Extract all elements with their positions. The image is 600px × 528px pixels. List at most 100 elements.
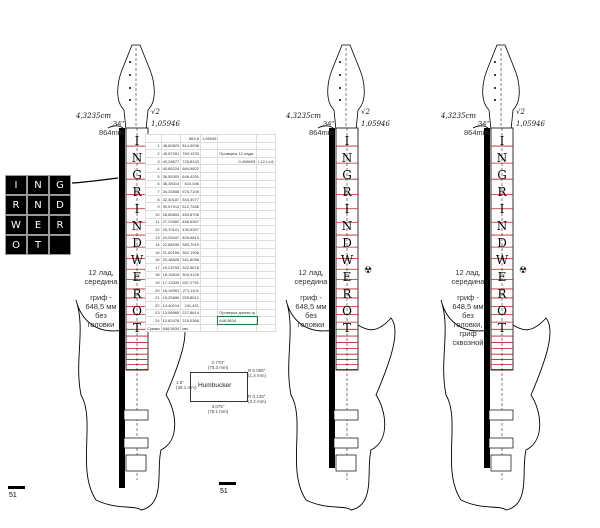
sheet-cell[interactable]: 5	[145, 171, 162, 181]
sheet-cell[interactable]: 648,5634	[160, 323, 182, 333]
sheet-cell[interactable]: 17	[145, 263, 162, 272]
sheet-cell[interactable]: 362,1908	[180, 247, 201, 257]
sheet-cell[interactable]: 14	[145, 240, 162, 249]
sheet-cell[interactable]: 543,3077	[180, 194, 201, 204]
sheet-cell[interactable]: 255,8512	[180, 293, 201, 303]
sheet-cell[interactable]: 1,05946	[199, 134, 219, 143]
sheet-cell[interactable]	[199, 194, 219, 204]
sheet-cell[interactable]: 24	[145, 316, 162, 325]
sheet-cell[interactable]	[256, 202, 277, 211]
sheet-cell[interactable]	[217, 247, 258, 257]
sheet-cell[interactable]: 28,85804	[160, 209, 182, 219]
sheet-cell[interactable]	[217, 270, 258, 280]
sheet-cell[interactable]: 12,82478	[160, 316, 182, 325]
sheet-cell[interactable]: 38,55303	[160, 171, 182, 181]
sheet-cell[interactable]	[199, 217, 219, 227]
sheet-cell[interactable]: 12	[145, 225, 162, 234]
sheet-cell[interactable]	[256, 187, 277, 196]
sheet-cell[interactable]	[217, 179, 258, 189]
sheet-cell[interactable]	[256, 285, 277, 295]
sheet-cell[interactable]	[199, 316, 219, 325]
sheet-cell[interactable]	[256, 240, 277, 249]
sheet-cell[interactable]: 725,8343	[180, 156, 201, 166]
sheet-cell[interactable]: 25,70101	[160, 225, 182, 234]
sheet-cell[interactable]	[217, 194, 258, 204]
sheet-cell[interactable]: 648,5634	[216, 315, 258, 326]
sheet-cell[interactable]	[199, 247, 219, 257]
sheet-cell[interactable]: 18	[145, 270, 162, 280]
sheet-cell[interactable]: 11	[145, 217, 162, 227]
sheet-cell[interactable]	[160, 134, 182, 143]
sheet-cell[interactable]: 24,25447	[160, 232, 182, 242]
sheet-cell[interactable]	[256, 217, 277, 227]
sheet-cell[interactable]	[256, 316, 277, 325]
sheet-cell[interactable]: 8	[145, 194, 162, 204]
sheet-cell[interactable]: 16	[145, 255, 162, 265]
sheet-cell[interactable]	[256, 301, 277, 310]
sheet-cell[interactable]	[217, 301, 258, 310]
sheet-cell[interactable]	[199, 293, 219, 303]
sheet-cell[interactable]: 20,38528	[160, 255, 182, 265]
sheet-cell[interactable]	[217, 323, 258, 333]
sheet-cell[interactable]	[256, 270, 277, 280]
sheet-cell[interactable]: 27,23382	[160, 217, 182, 227]
sheet-cell[interactable]: 863,6	[180, 134, 201, 143]
sheet-cell[interactable]: 14,40014	[160, 301, 182, 310]
sheet-cell[interactable]: 1	[145, 141, 162, 151]
sheet-cell[interactable]: 322,5676	[180, 263, 201, 272]
sheet-cell[interactable]: 241,451	[180, 301, 201, 310]
sheet-cell[interactable]: 19	[145, 278, 162, 287]
sheet-cell[interactable]: 15,25896	[160, 293, 182, 303]
sheet-cell[interactable]	[217, 134, 258, 143]
sheet-cell[interactable]	[145, 134, 162, 143]
sheet-cell[interactable]	[256, 209, 277, 219]
sheet-cell[interactable]: 430,9357	[180, 225, 201, 234]
sheet-cell[interactable]: 7	[145, 187, 162, 196]
sheet-cell[interactable]	[256, 194, 277, 204]
sheet-cell[interactable]	[256, 171, 277, 181]
sheet-cell[interactable]	[256, 255, 277, 265]
sheet-cell[interactable]	[199, 225, 219, 234]
sheet-cell[interactable]: 22,88935	[160, 240, 182, 249]
sheet-cell[interactable]	[217, 232, 258, 242]
sheet-cell[interactable]	[256, 308, 277, 318]
sheet-cell[interactable]: 21,60106	[160, 247, 182, 257]
sheet-cell[interactable]	[199, 141, 219, 151]
sheet-cell[interactable]: 48,60823	[160, 141, 182, 151]
sheet-cell[interactable]: 215,0366	[180, 316, 201, 325]
sheet-cell[interactable]: 19,23793	[160, 263, 182, 272]
sheet-cell[interactable]	[256, 278, 277, 287]
sheet-cell[interactable]	[199, 308, 219, 318]
sheet-cell[interactable]	[217, 202, 258, 211]
sheet-cell[interactable]: 646,4291	[180, 171, 201, 181]
sheet-cell[interactable]: 2	[145, 149, 162, 158]
sheet-cell[interactable]: 10	[145, 209, 162, 219]
sheet-cell[interactable]: 23	[145, 308, 162, 318]
sheet-cell[interactable]: 15	[145, 247, 162, 257]
sheet-cell[interactable]: 684,9822	[180, 164, 201, 173]
sheet-cell[interactable]: 32,40187	[160, 194, 182, 204]
sheet-cell[interactable]	[256, 164, 277, 173]
sheet-cell[interactable]: 20	[145, 285, 162, 295]
sheet-cell[interactable]: 341,8056	[180, 255, 201, 265]
sheet-cell[interactable]	[199, 232, 219, 242]
sheet-cell[interactable]: 406,6813	[180, 232, 201, 242]
sheet-cell[interactable]	[256, 179, 277, 189]
sheet-cell[interactable]	[256, 232, 277, 242]
sheet-cell[interactable]: 0,498999	[217, 156, 258, 166]
sheet-cell[interactable]	[217, 240, 258, 249]
sheet-cell[interactable]: 4	[145, 164, 162, 173]
sheet-cell[interactable]: Сумма	[145, 323, 162, 333]
sheet-cell[interactable]	[217, 171, 258, 181]
sheet-cell[interactable]	[199, 202, 219, 211]
sheet-cell[interactable]	[256, 225, 277, 234]
sheet-cell[interactable]	[199, 209, 219, 219]
sheet-cell[interactable]	[199, 187, 219, 196]
sheet-cell[interactable]: 43,28877	[160, 156, 182, 166]
sheet-cell[interactable]: 36,38314	[160, 179, 182, 189]
sheet-cell[interactable]	[217, 263, 258, 272]
sheet-cell[interactable]: 3	[145, 156, 162, 166]
sheet-cell[interactable]	[199, 255, 219, 265]
sheet-cell[interactable]	[217, 217, 258, 227]
sheet-cell[interactable]: 22	[145, 301, 162, 310]
